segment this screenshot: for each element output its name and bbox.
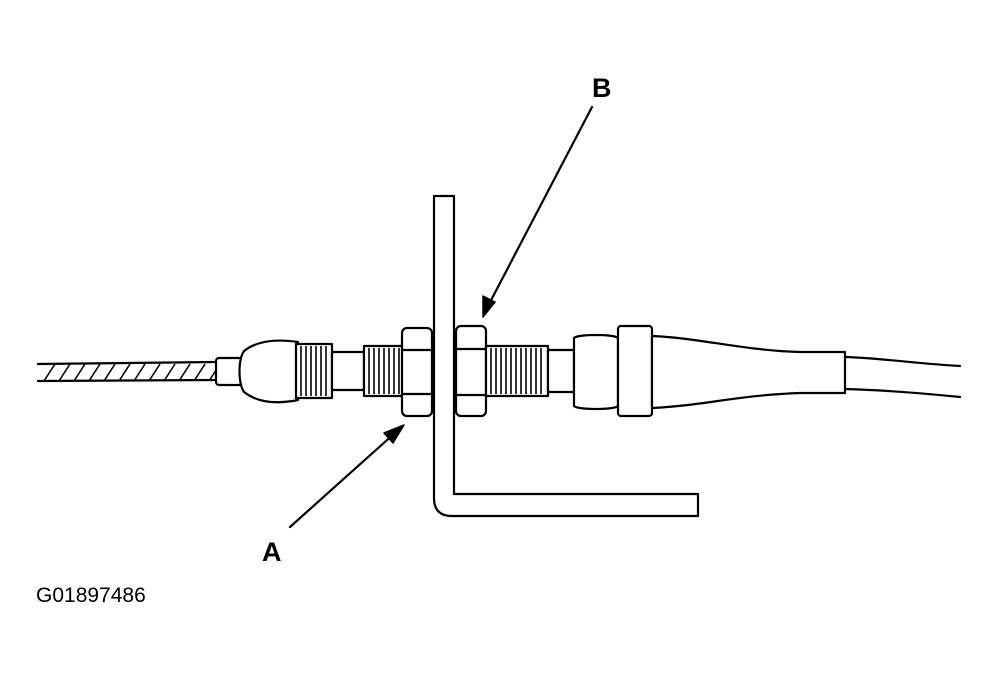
- detail-stroke: [193, 363, 206, 382]
- outer-cable: [843, 355, 962, 399]
- detail-stroke: [103, 363, 116, 382]
- threaded-section-right: [484, 344, 550, 398]
- detail-stroke: [178, 363, 191, 382]
- detail-stroke: [43, 363, 56, 382]
- mounting-bracket: [432, 194, 700, 518]
- locknut-b: [454, 324, 488, 418]
- detail-stroke: [73, 363, 86, 382]
- detail-stroke: [58, 363, 71, 382]
- callout-label-a: A: [262, 537, 282, 567]
- leader-arrow-a: [288, 424, 405, 529]
- cable-end-cap: [238, 339, 300, 404]
- cable-shaft: [330, 350, 366, 392]
- threaded-barrel-left: [294, 342, 334, 400]
- inner-wire-cable: [36, 360, 221, 383]
- cable-housing-body: [572, 333, 620, 411]
- figure-code: G01897486: [36, 584, 146, 607]
- detail-stroke: [88, 363, 101, 382]
- detail-stroke: [163, 363, 176, 382]
- leader-arrow-b: [482, 105, 594, 318]
- detail-stroke: [133, 363, 146, 382]
- callout-label-b: B: [592, 73, 612, 103]
- threaded-section-center: [362, 344, 406, 398]
- housing-neck: [546, 348, 576, 394]
- tapered-sleeve: [650, 334, 847, 410]
- locknut-a: [400, 326, 434, 418]
- detail-stroke: [148, 363, 161, 382]
- housing-band: [616, 324, 654, 418]
- wire-collar: [214, 356, 244, 387]
- detail-stroke: [118, 363, 131, 382]
